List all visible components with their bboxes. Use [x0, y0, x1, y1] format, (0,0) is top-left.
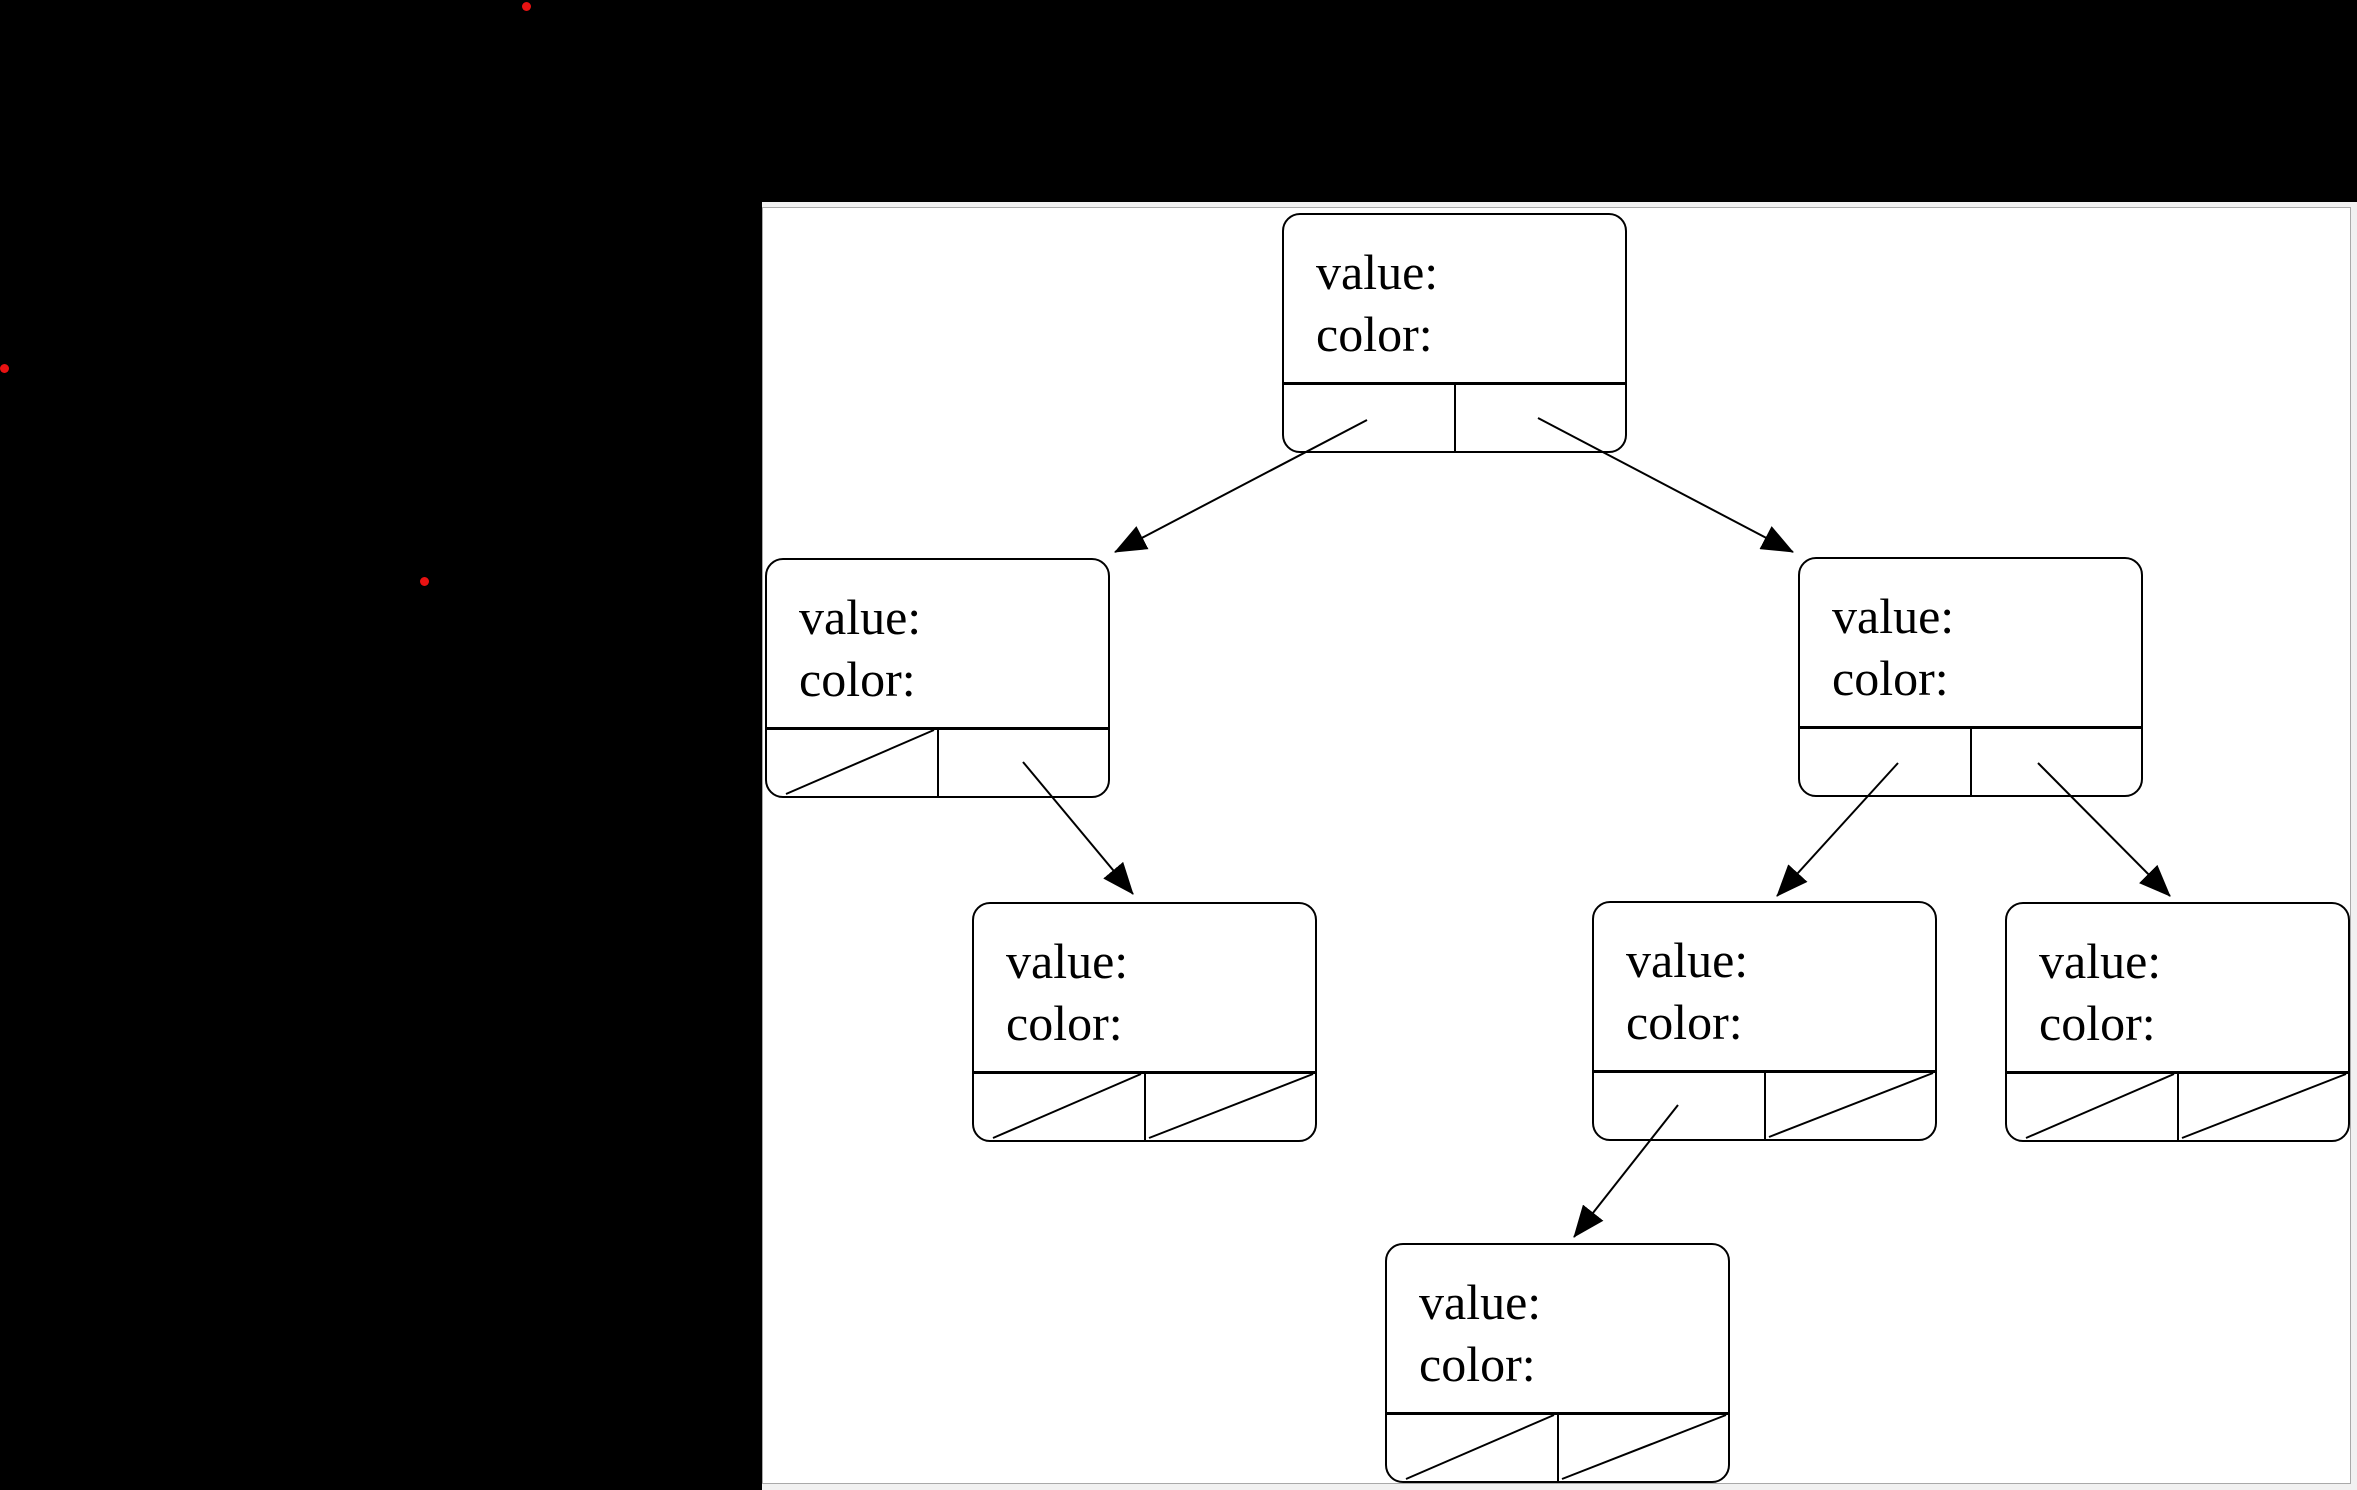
tree-node-root: value: color: [1282, 213, 1627, 453]
right-pointer-cell [1972, 729, 2142, 795]
node-color-label: color: [1419, 1336, 1536, 1392]
pointer-row [767, 727, 1108, 796]
tree-node-right-child: value: color: [1798, 557, 2143, 797]
left-pointer-cell [1284, 385, 1456, 451]
node-color-label: color: [1316, 306, 1433, 362]
pointer-row [2007, 1071, 2348, 1140]
right-pointer-cell [2179, 1074, 2349, 1140]
viewer-window: value: color: value: color: value: c [762, 202, 2357, 1490]
left-pointer-cell [974, 1074, 1146, 1140]
left-pointer-cell [2007, 1074, 2179, 1140]
node-value-label: value: [1832, 588, 1955, 644]
node-color-label: color: [1006, 995, 1123, 1051]
red-dot-marker [420, 577, 429, 586]
tree-node-right-right-grandchild: value: color: [2005, 902, 2350, 1142]
red-dot-marker [522, 2, 531, 11]
right-pointer-cell [1766, 1073, 1936, 1139]
pointer-row [1594, 1070, 1935, 1139]
node-color-label: color: [799, 651, 916, 707]
tree-node-left-child: value: color: [765, 558, 1110, 798]
tree-node-right-left-grandchild: value: color: [1592, 901, 1937, 1141]
node-value-label: value: [2039, 933, 2162, 989]
left-pointer-cell [767, 730, 939, 796]
node-color-label: color: [1626, 994, 1743, 1050]
node-value-label: value: [1006, 933, 1129, 989]
node-color-label: color: [2039, 995, 2156, 1051]
tree-node-left-right-grandchild: value: color: [972, 902, 1317, 1142]
red-dot-marker [0, 364, 9, 373]
node-value-label: value: [799, 589, 922, 645]
right-pointer-cell [939, 730, 1109, 796]
pointer-row [974, 1071, 1315, 1140]
left-pointer-cell [1387, 1415, 1559, 1481]
pointer-row [1284, 382, 1625, 451]
pointer-row [1800, 726, 2141, 795]
node-color-label: color: [1832, 650, 1949, 706]
right-pointer-cell [1146, 1074, 1316, 1140]
diagram-canvas: value: color: value: color: value: c [762, 207, 2351, 1484]
right-pointer-cell [1456, 385, 1626, 451]
node-value-label: value: [1316, 244, 1439, 300]
right-pointer-cell [1559, 1415, 1729, 1481]
pointer-row [1387, 1412, 1728, 1481]
tree-node-great-grandchild: value: color: [1385, 1243, 1730, 1483]
node-value-label: value: [1419, 1274, 1542, 1330]
left-pointer-cell [1800, 729, 1972, 795]
left-pointer-cell [1594, 1073, 1766, 1139]
node-value-label: value: [1626, 932, 1749, 988]
